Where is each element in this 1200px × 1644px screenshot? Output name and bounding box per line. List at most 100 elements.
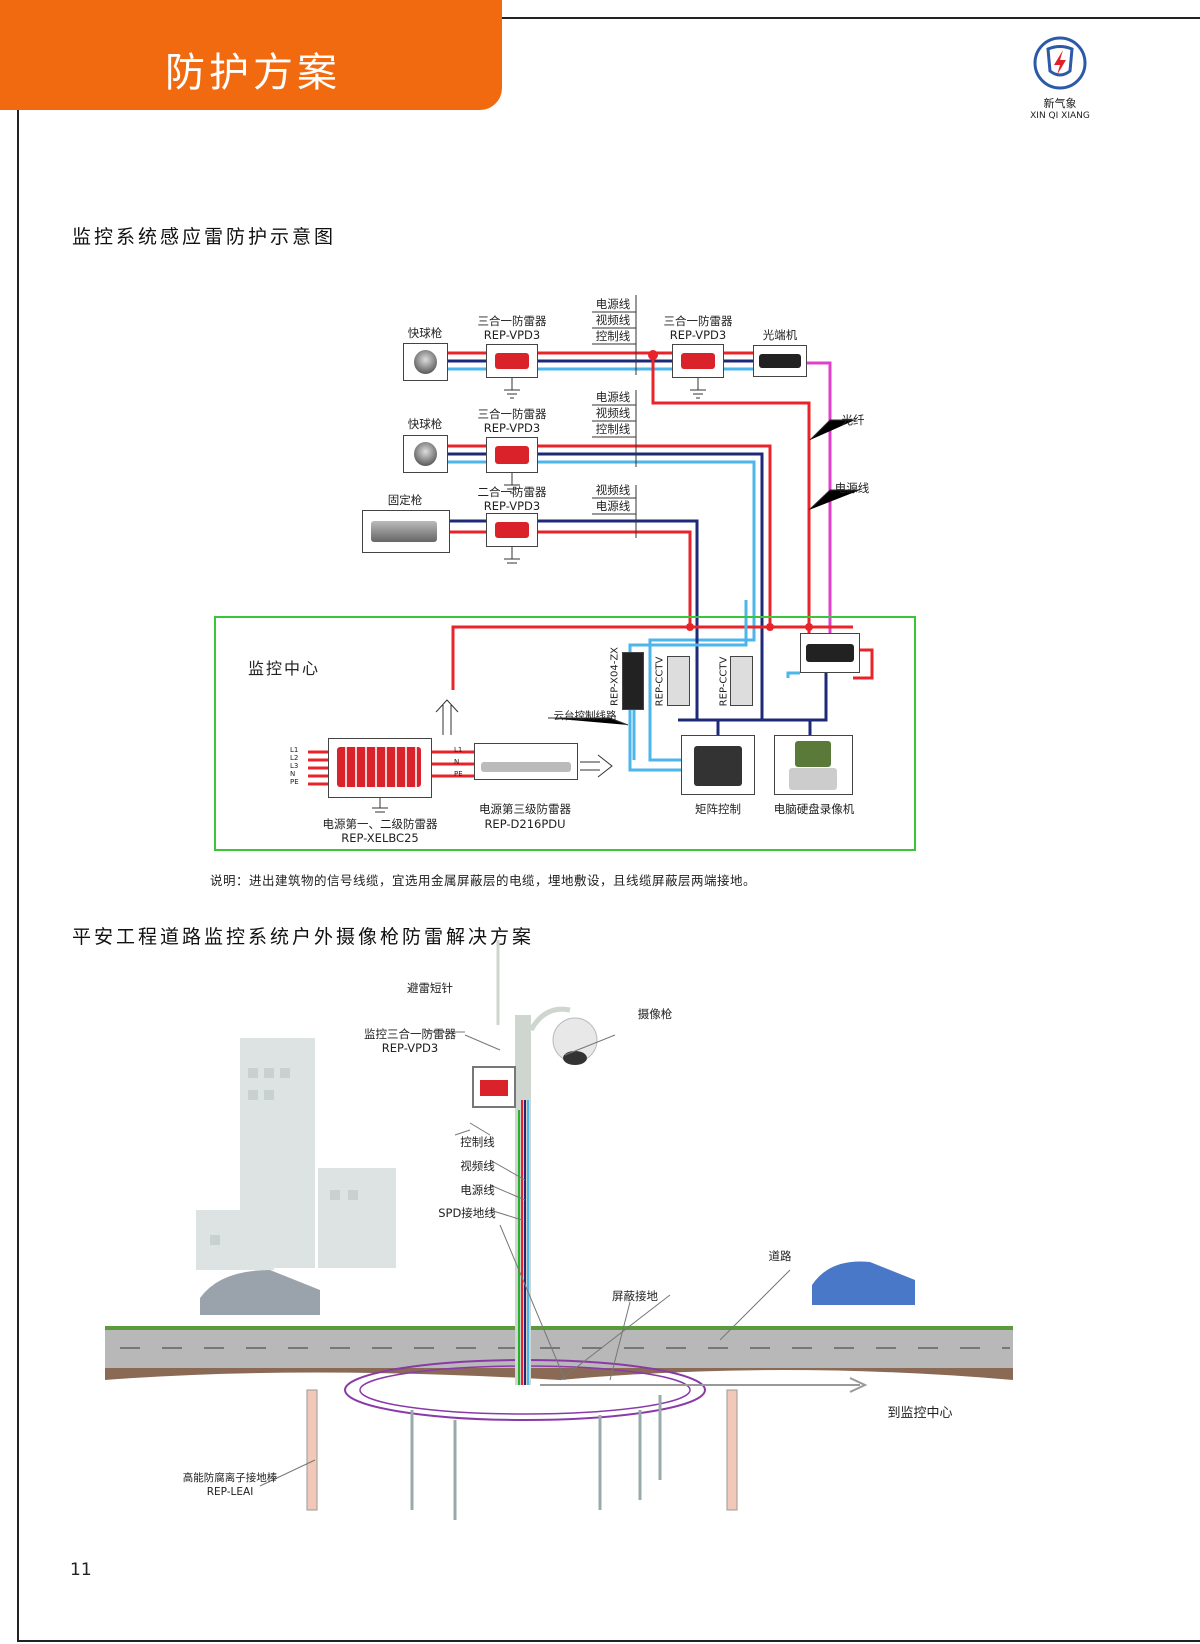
row3-spd	[486, 513, 538, 547]
video-to-matrix	[628, 600, 748, 772]
row1-spd2-model: REP-VPD3	[669, 328, 727, 342]
spd12-name: 电源第一、二级防雷器	[322, 817, 438, 831]
cctv1-label: REP-CCTV	[654, 656, 666, 707]
logo-en: XIN QI XIANG	[1030, 111, 1090, 121]
spd12-input-labels: L1 L2 L3 N PE	[290, 746, 299, 786]
label-to-center: 到监控中心	[887, 1406, 953, 1421]
matrix-label: 矩阵控制	[695, 802, 741, 816]
row3-spd-model: REP-VPD3	[483, 499, 541, 513]
optical-video	[786, 671, 800, 678]
ground-rods	[306, 1389, 738, 1511]
row3-camera-label: 固定枪	[387, 493, 423, 507]
input-l3: L3	[290, 762, 299, 770]
matrix-controller	[681, 735, 755, 795]
input-pe: PE	[290, 778, 299, 786]
row1-spd	[486, 344, 538, 378]
spd-level3-pdu	[474, 743, 578, 780]
spd12-model: REP-XELBC25	[341, 831, 419, 845]
row2-power-line	[447, 444, 772, 627]
input-n: N	[290, 770, 296, 778]
center-title: 监控中心	[248, 659, 321, 678]
soil	[105, 1368, 1013, 1380]
row1-spd2-name: 三合一防雷器	[663, 314, 733, 328]
page-frame-top	[500, 17, 1200, 19]
wiring-diagram	[214, 295, 916, 851]
section1-title: 监控系统感应雷防护示意图	[72, 226, 337, 248]
section2-title: 平安工程道路监控系统户外摄像枪防雷解决方案	[72, 926, 535, 948]
spd3-name: 电源第三级防雷器	[479, 802, 571, 816]
label-pole-spd-model: REP-VPD3	[381, 1041, 439, 1055]
cctv1-spd	[667, 656, 690, 706]
spd12-outputs	[432, 750, 474, 778]
row3-fixed-camera	[362, 510, 450, 553]
row1-camera-label: 快球枪	[407, 326, 443, 340]
row3-spd-name: 二合一防雷器	[477, 485, 547, 499]
shield-bolt-icon	[1033, 36, 1087, 90]
output-n: N	[454, 758, 460, 766]
label-shield-ground: 屏蔽接地	[612, 1289, 658, 1303]
row2-control-line	[447, 452, 764, 720]
label-control-line: 控制线	[460, 1135, 495, 1149]
buildings	[196, 1038, 396, 1270]
outdoor-scene	[105, 940, 1013, 1520]
label-camera: 摄像枪	[637, 1007, 673, 1021]
installation-note: 说明：进出建筑物的信号线缆，宜选用金属屏蔽层的电缆，埋地敷设，且线缆屏蔽层两端接…	[210, 873, 757, 888]
matrix-bus	[678, 673, 828, 735]
row2-cable-video: 视频线	[595, 406, 631, 420]
row1-dome-camera	[403, 343, 448, 381]
header-tab	[0, 0, 502, 110]
output-pe: PE	[454, 770, 463, 778]
optical-power	[853, 648, 874, 680]
spd-level12	[328, 738, 432, 798]
page-number: 11	[70, 1560, 92, 1580]
spd3-model: REP-D216PDU	[484, 817, 566, 831]
label-road: 道路	[768, 1249, 792, 1263]
row2-spd-model: REP-VPD3	[483, 421, 541, 435]
label-ground-rod-name: 高能防腐离子接地棒	[182, 1472, 278, 1484]
row2-spd	[486, 437, 538, 473]
center-optical-transceiver	[800, 633, 860, 673]
label-power-line: 电源线	[460, 1183, 495, 1197]
spd12-inputs	[308, 750, 328, 786]
row1-power-branch	[651, 355, 811, 645]
cctv2-label: REP-CCTV	[718, 656, 730, 707]
logo-cn: 新气象	[1043, 97, 1077, 110]
page-frame-left	[17, 0, 19, 1642]
ptz-control-line-label: 云台控制线路	[553, 710, 617, 722]
logo: 新气象 XIN QI XIANG	[1030, 35, 1090, 121]
row1-spd2	[672, 344, 724, 378]
center-power-bus	[451, 625, 853, 690]
input-l2: L2	[290, 754, 299, 762]
row2-cable-power: 电源线	[595, 390, 631, 404]
row3-cable-power: 电源线	[595, 499, 631, 513]
label-ground-rod-model: REP-LEAI	[206, 1486, 254, 1498]
row1-cable-control: 控制线	[595, 329, 631, 343]
optical-label: 光端机	[762, 328, 798, 342]
spd12-output-labels: L1 N PE	[454, 744, 463, 780]
row2-video-line	[447, 460, 756, 762]
cctv2-spd	[730, 656, 753, 706]
page-title: 防护方案	[165, 50, 341, 96]
monitoring-center-frame	[214, 616, 916, 851]
fiber-line	[807, 361, 832, 645]
x04-spd	[622, 652, 644, 710]
dvr-label: 电脑硬盘录像机	[773, 802, 855, 816]
output-l1: L1	[454, 746, 463, 754]
row3-cable-video: 视频线	[595, 483, 631, 497]
label-pole-spd-name: 监控三合一防雷器	[364, 1027, 456, 1041]
row2-spd-name: 三合一防雷器	[477, 407, 547, 421]
power-line-label: 电源线	[834, 481, 870, 495]
row1-spd-model: REP-VPD3	[483, 328, 541, 342]
label-lightning-rod: 避雷短针	[407, 981, 453, 995]
row2-camera-label: 快球枪	[407, 417, 443, 431]
dvr	[774, 735, 853, 795]
label-spd-ground: SPD接地线	[438, 1206, 496, 1220]
optical-transceiver	[753, 345, 807, 377]
row1-cable-video: 视频线	[595, 313, 631, 327]
row2-cable-control: 控制线	[595, 422, 631, 436]
fiber-label: 光纤	[841, 413, 865, 427]
input-l1: L1	[290, 746, 299, 754]
row2-dome-camera	[403, 435, 448, 473]
label-video-line: 视频线	[460, 1159, 495, 1173]
row1-cable-power: 电源线	[595, 297, 631, 311]
